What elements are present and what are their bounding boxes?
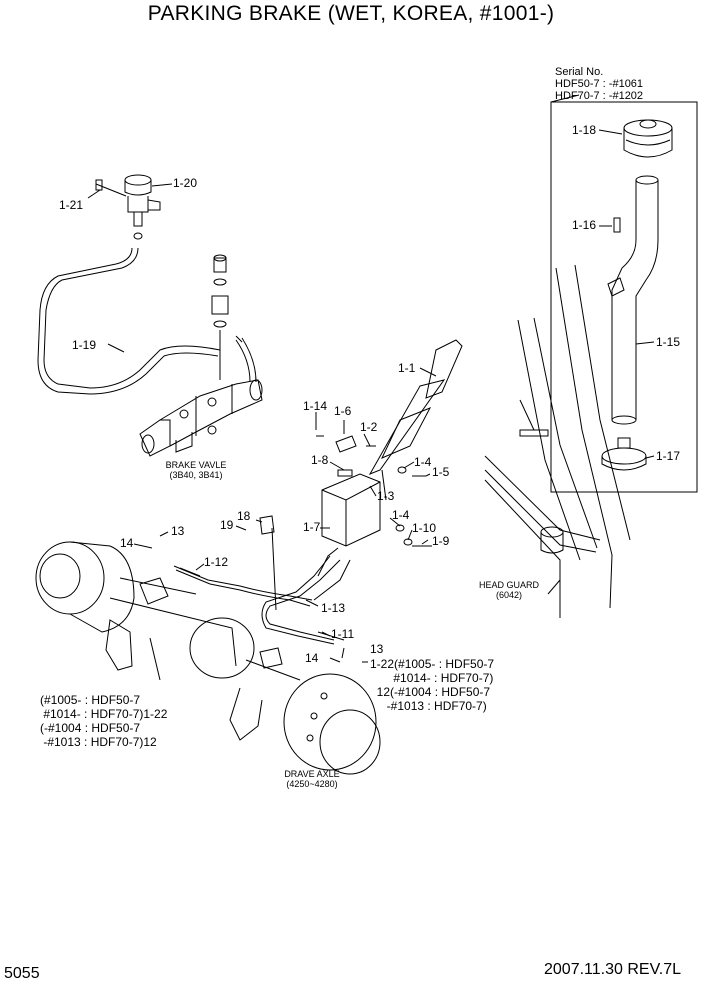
drive-axle-code: (4250~4280) xyxy=(286,779,338,789)
callout-19: 19 xyxy=(220,518,234,532)
callout-1-14: 1-14 xyxy=(303,399,328,413)
right-note-line-2: #1014- : HDF70-7) xyxy=(393,671,494,685)
brake-valve-code: (3B40, 3B41) xyxy=(169,470,223,480)
callout-1-20: 1-20 xyxy=(173,176,198,190)
brake-valve-label: BRAKE VAVLE (3B40, 3B41) xyxy=(150,460,242,480)
right-note-line-1: 1-22(#1005- : HDF50-7 xyxy=(370,657,495,671)
valve-fittings xyxy=(211,254,243,380)
brake-valve xyxy=(139,379,263,457)
callout-13-left: 13 xyxy=(171,524,185,538)
right-note-line-3: 12(-#1004 : HDF50-7 xyxy=(376,685,491,699)
callout-1-1: 1-1 xyxy=(398,361,416,375)
callout-14-left: 14 xyxy=(120,536,134,550)
callout-1-8: 1-8 xyxy=(311,453,329,467)
callout-13-right: 13 xyxy=(370,642,384,656)
left-note-line-2: #1014- : HDF70-7)1-22 xyxy=(40,707,168,721)
callout-1-9: 1-9 xyxy=(432,534,450,548)
callout-1-12: 1-12 xyxy=(204,555,229,569)
callout-1-11: 1-11 xyxy=(331,627,355,641)
callout-1-7: 1-7 xyxy=(303,520,321,534)
callout-1-2: 1-2 xyxy=(360,420,378,434)
head-guard-frame xyxy=(484,264,631,618)
brake-valve-name: BRAKE VAVLE xyxy=(165,460,227,470)
callout-1-4-bottom: 1-4 xyxy=(392,508,410,522)
right-note-line-4: -#1013 : HDF70-7) xyxy=(386,699,487,713)
leader-lines xyxy=(87,129,655,663)
serial-note: Serial No. HDF50-7 : -#1061 HDF70-7 : -#… xyxy=(555,66,643,102)
clamp-part-1-17 xyxy=(601,437,647,471)
left-serial-note: (#1005- : HDF50-7 #1014- : HDF70-7)1-22 … xyxy=(40,693,167,749)
parking-lever-part-1-1 xyxy=(368,339,463,501)
callout-1-21: 1-21 xyxy=(59,198,84,212)
serial-heading: Serial No. xyxy=(555,66,604,78)
left-note-line-4: -#1013 : HDF70-7)12 xyxy=(40,735,157,749)
cap-part-1-18 xyxy=(623,119,673,158)
serial-line-2: HDF70-7 : -#1202 xyxy=(555,90,644,102)
filler-pipe-part-1-15 xyxy=(607,175,659,425)
callout-1-19: 1-19 xyxy=(72,338,97,352)
callout-1-4-top: 1-4 xyxy=(414,455,432,469)
callout-1-10: 1-10 xyxy=(412,521,437,535)
drive-axle-label: DRAVE AXLE (4250~4280) xyxy=(272,769,352,789)
callout-18: 18 xyxy=(237,509,251,523)
callout-1-18: 1-18 xyxy=(572,123,597,137)
callout-1-6: 1-6 xyxy=(334,404,352,418)
left-note-line-1: (#1005- : HDF50-7 xyxy=(40,693,141,707)
page-number: 5055 xyxy=(4,965,40,982)
drive-axle xyxy=(35,541,381,775)
bracket-part-1-3 xyxy=(317,473,381,577)
head-guard-code: (6042) xyxy=(495,590,522,600)
callout-1-16: 1-16 xyxy=(572,218,597,232)
revision-date: 2007.11.30 REV.7L xyxy=(544,961,682,978)
callout-1-13: 1-13 xyxy=(321,601,346,615)
head-guard-label: HEAD GUARD (6042) xyxy=(474,580,544,600)
drive-axle-name: DRAVE AXLE xyxy=(284,769,340,779)
reservoir-part-1-20 xyxy=(124,174,161,240)
left-note-line-3: (-#1004 : HDF50-7 xyxy=(40,721,141,735)
right-serial-note: 1-22(#1005- : HDF50-7 #1014- : HDF70-7) … xyxy=(370,657,494,713)
callout-1-15: 1-15 xyxy=(656,335,681,349)
page-title: PARKING BRAKE (WET, KOREA, #1001-) xyxy=(147,2,555,25)
hose-part-1-19 xyxy=(37,247,257,395)
callout-1-3: 1-3 xyxy=(377,489,395,503)
serial-line-1: HDF50-7 : -#1061 xyxy=(555,78,644,90)
callout-14-right: 14 xyxy=(305,651,319,665)
callout-1-5: 1-5 xyxy=(432,465,450,479)
callout-1-17: 1-17 xyxy=(656,449,681,463)
serial-box xyxy=(550,101,698,493)
brake-cables xyxy=(173,515,351,645)
head-guard-name: HEAD GUARD xyxy=(478,580,539,590)
